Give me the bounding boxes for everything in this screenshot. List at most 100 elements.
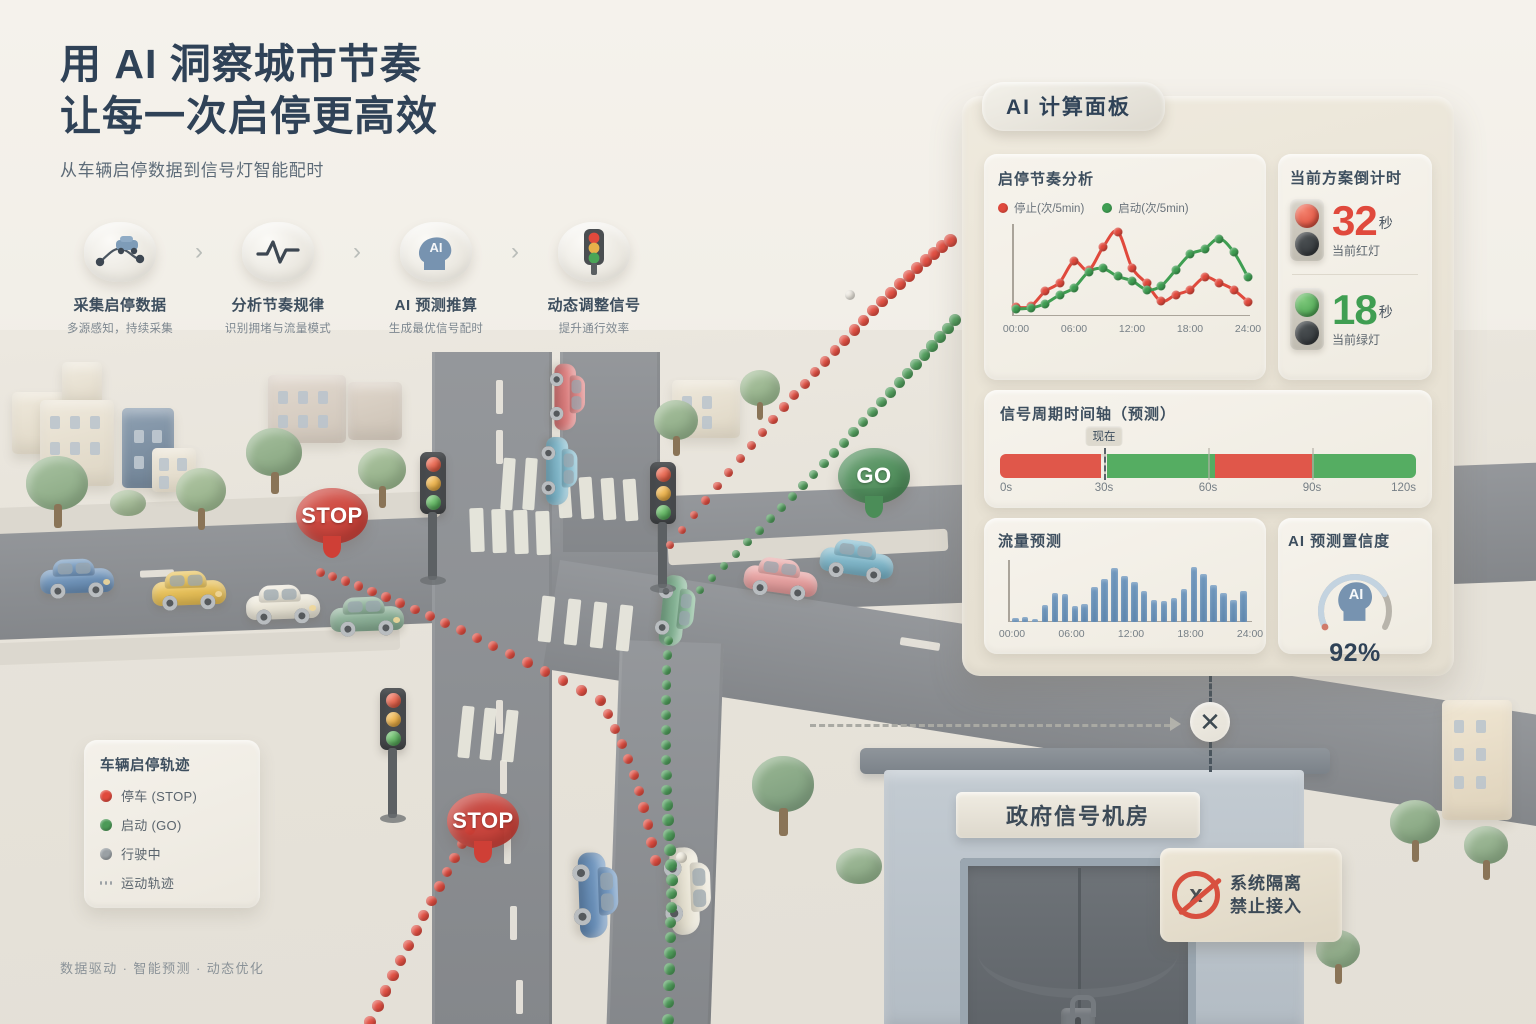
trajectory-legend: 车辆启停轨迹 停车 (STOP)启动 (GO)行驶中运动轨迹	[84, 740, 260, 908]
waveform-icon	[242, 222, 314, 282]
trajectory-dot-go	[664, 931, 676, 943]
trajectory-dot-go	[660, 754, 672, 766]
legend-label: 启动 (GO)	[121, 818, 182, 833]
car	[245, 584, 321, 626]
data-point	[1098, 242, 1108, 252]
car	[151, 570, 227, 612]
trajectory-dot-stop	[380, 592, 391, 602]
building-sign: 政府信号机房	[956, 792, 1200, 838]
bar	[1061, 594, 1069, 622]
trajectory-dot-go	[664, 947, 676, 959]
trajectory-dot-stop	[799, 378, 810, 389]
trajectory-dot-go	[949, 314, 961, 326]
trajectory-dot-go	[662, 1014, 674, 1024]
trajectory-dot-go	[787, 491, 797, 501]
warning-line-1: 系统隔离	[1230, 873, 1302, 893]
trajectory-dot-stop	[402, 939, 415, 951]
bar	[1210, 584, 1217, 622]
footnote: 数据驱动 · 智能预测 · 动态优化	[60, 961, 265, 976]
page-subtitle: 从车辆启停数据到信号灯智能配时	[60, 160, 324, 180]
trajectory-dot-go	[893, 377, 905, 389]
trajectory-dot-go	[765, 514, 775, 524]
countdown-green: 18 秒 当前绿灯	[1290, 288, 1420, 350]
bar	[1121, 576, 1128, 622]
bar	[1071, 605, 1079, 622]
tree	[1390, 800, 1440, 862]
bar	[1220, 593, 1227, 622]
warning-line-2: 禁止接入	[1230, 897, 1302, 916]
no-entry-icon: x	[1172, 871, 1223, 919]
flow-dash-line	[810, 724, 1170, 727]
signal-cycle-bar[interactable]	[1000, 454, 1416, 478]
bar	[1140, 590, 1148, 622]
trajectory-dot-stop	[418, 910, 430, 922]
trajectory-dot-stop	[449, 852, 460, 864]
trajectory-dot-stop	[395, 598, 405, 608]
bar	[1200, 574, 1207, 622]
step-adjust-signal[interactable]: 动态调整信号 提升通行效率	[532, 222, 656, 336]
data-point	[1200, 244, 1209, 254]
trajectory-dot-stop	[471, 632, 482, 643]
chevron-right-icon: ›	[195, 238, 203, 265]
data-point	[1055, 290, 1064, 300]
legend-label: 停车 (STOP)	[121, 789, 198, 804]
bar	[1240, 590, 1247, 622]
data-point	[1142, 285, 1151, 295]
trajectory-dot-stop	[424, 611, 435, 621]
trajectory-dot-go	[665, 916, 677, 928]
data-point	[1098, 263, 1108, 273]
trajectory-dot-go	[902, 367, 914, 379]
data-point	[1040, 286, 1050, 296]
title-line-2: 让每一次启停更高效	[60, 93, 438, 140]
card-countdown: 当前方案倒计时 32 秒 当前红灯	[1278, 154, 1432, 380]
trajectory-dot-go	[720, 561, 729, 570]
bubble-tail	[323, 536, 341, 558]
step-analyze-rhythm[interactable]: 分析节奏规律 识别拥堵与流量模式	[216, 222, 340, 336]
card-ai-confidence: AI 预测置信度 AI 92%	[1278, 518, 1432, 667]
countdown-caption: 当前红灯	[1332, 244, 1381, 259]
trajectory-dot-stop	[848, 324, 860, 336]
trajectory-dot-go	[708, 573, 717, 582]
trajectory-dot-go	[666, 888, 678, 900]
building	[348, 382, 402, 440]
bar	[1150, 600, 1158, 622]
road-vertical	[432, 352, 552, 1024]
trajectory-dot-stop	[746, 440, 756, 450]
trajectory-dot-stop	[455, 625, 466, 636]
step-ai-predict[interactable]: AI AI 预测推算 生成最优信号配时	[374, 222, 498, 336]
divider	[1292, 274, 1418, 275]
trajectory-dot-stop	[395, 954, 407, 967]
trajectory-dot-stop	[575, 684, 587, 696]
legend-label: 启动(次/5min)	[1118, 203, 1189, 215]
bar	[1012, 618, 1019, 622]
trajectory-dot-driving	[845, 290, 855, 300]
trajectory-dot-stop	[441, 866, 453, 878]
bubble-tail	[474, 841, 492, 863]
bubble-tail	[865, 496, 883, 518]
trajectory-dot-stop	[410, 924, 422, 936]
trajectory-dot-stop	[409, 604, 420, 615]
data-point	[1229, 247, 1238, 257]
timeline-tick-mark	[1312, 448, 1314, 480]
countdown-caption: 当前绿灯	[1332, 333, 1381, 348]
tree	[358, 448, 406, 508]
trajectory-dot-stop	[642, 819, 654, 831]
trajectory-dot-stop	[616, 738, 627, 749]
card-title: 当前方案倒计时	[1290, 170, 1403, 187]
trajectory-dot-stop	[911, 262, 924, 275]
countdown-unit: 秒	[1378, 215, 1393, 232]
legend-title: 车辆启停轨迹	[100, 758, 190, 774]
chevron-right-icon: ›	[353, 238, 361, 265]
data-point	[1127, 276, 1137, 286]
tree	[836, 848, 882, 890]
legend-item: 运动轨迹	[100, 873, 244, 892]
step-collect-data[interactable]: 采集启停数据 多源感知，持续采集	[58, 222, 182, 336]
legend-label: 停止(次/5min)	[1014, 203, 1085, 215]
x-tick-label: 00:00	[998, 628, 1026, 640]
trajectory-dot-go	[660, 739, 671, 751]
trajectory-dot-go	[838, 437, 849, 448]
trajectory-dot-stop	[677, 525, 687, 534]
